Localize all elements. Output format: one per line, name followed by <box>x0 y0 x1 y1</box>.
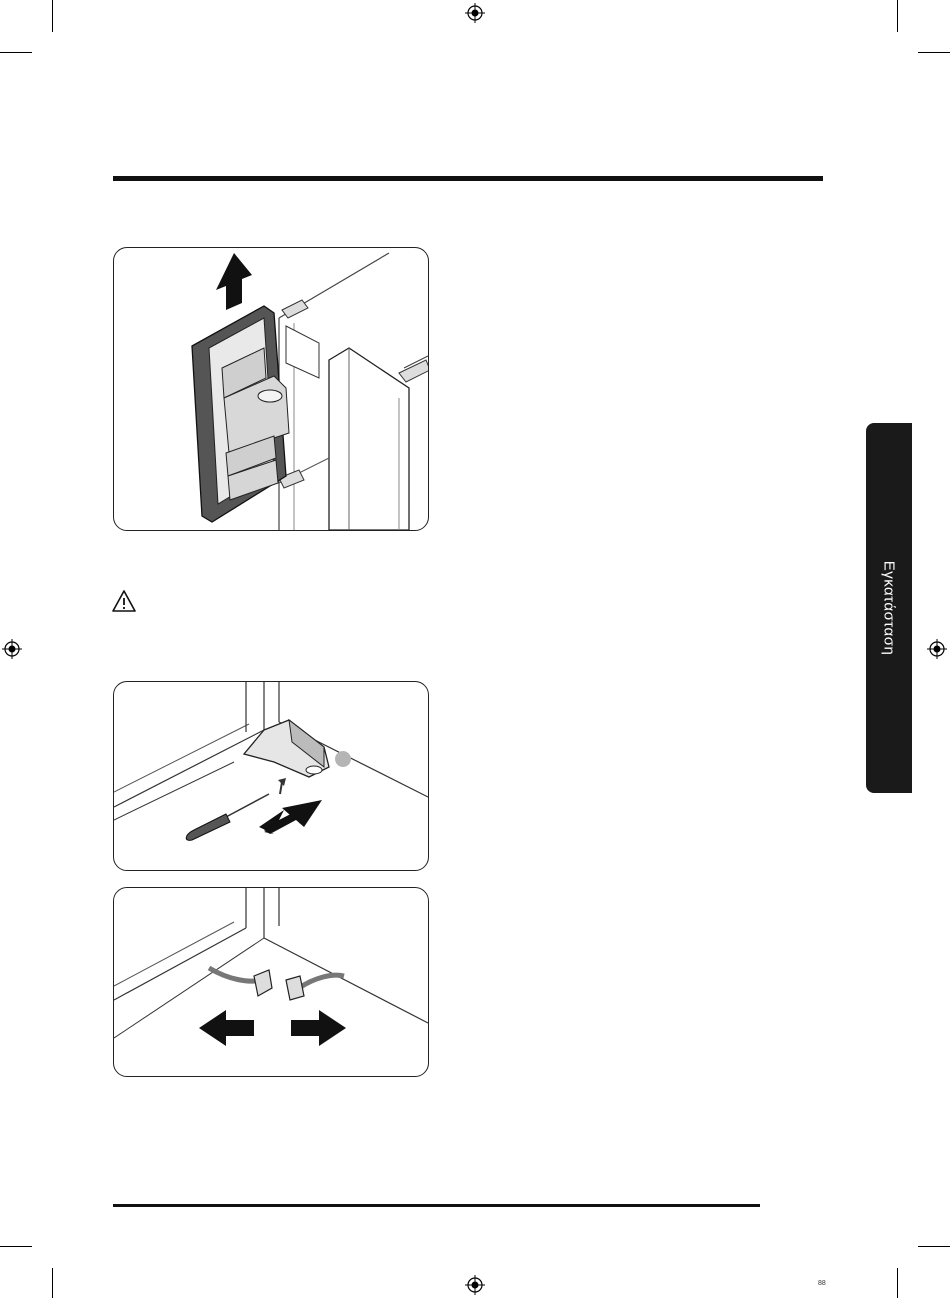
crop-mark <box>897 0 898 32</box>
crop-mark <box>52 0 53 32</box>
door-lift-figure <box>113 247 429 531</box>
section-side-tab-label: Εγκατάσταση <box>881 561 898 656</box>
crop-mark <box>0 1246 32 1247</box>
registration-mark-icon <box>927 639 947 659</box>
page-code: 88 <box>818 1280 826 1287</box>
crop-mark <box>897 1268 898 1298</box>
fridge-door-lift-illustration <box>114 248 428 530</box>
crop-mark <box>918 1246 950 1247</box>
crop-mark <box>0 52 32 53</box>
hinge-screwdriver-illustration <box>114 682 428 870</box>
registration-mark-icon <box>465 1275 485 1295</box>
registration-mark-icon <box>2 639 22 659</box>
wire-disconnect-figure <box>113 887 429 1077</box>
crop-mark <box>52 1268 53 1298</box>
wire-connector-illustration <box>114 888 428 1076</box>
callout-marker <box>335 751 351 767</box>
crop-mark <box>918 52 950 53</box>
footer-rule <box>113 1204 760 1207</box>
header-rule <box>113 176 823 181</box>
warning-triangle-icon <box>111 589 137 613</box>
hinge-removal-figure <box>113 681 429 871</box>
registration-mark-icon <box>465 3 485 23</box>
section-side-tab: Εγκατάσταση <box>866 423 912 793</box>
